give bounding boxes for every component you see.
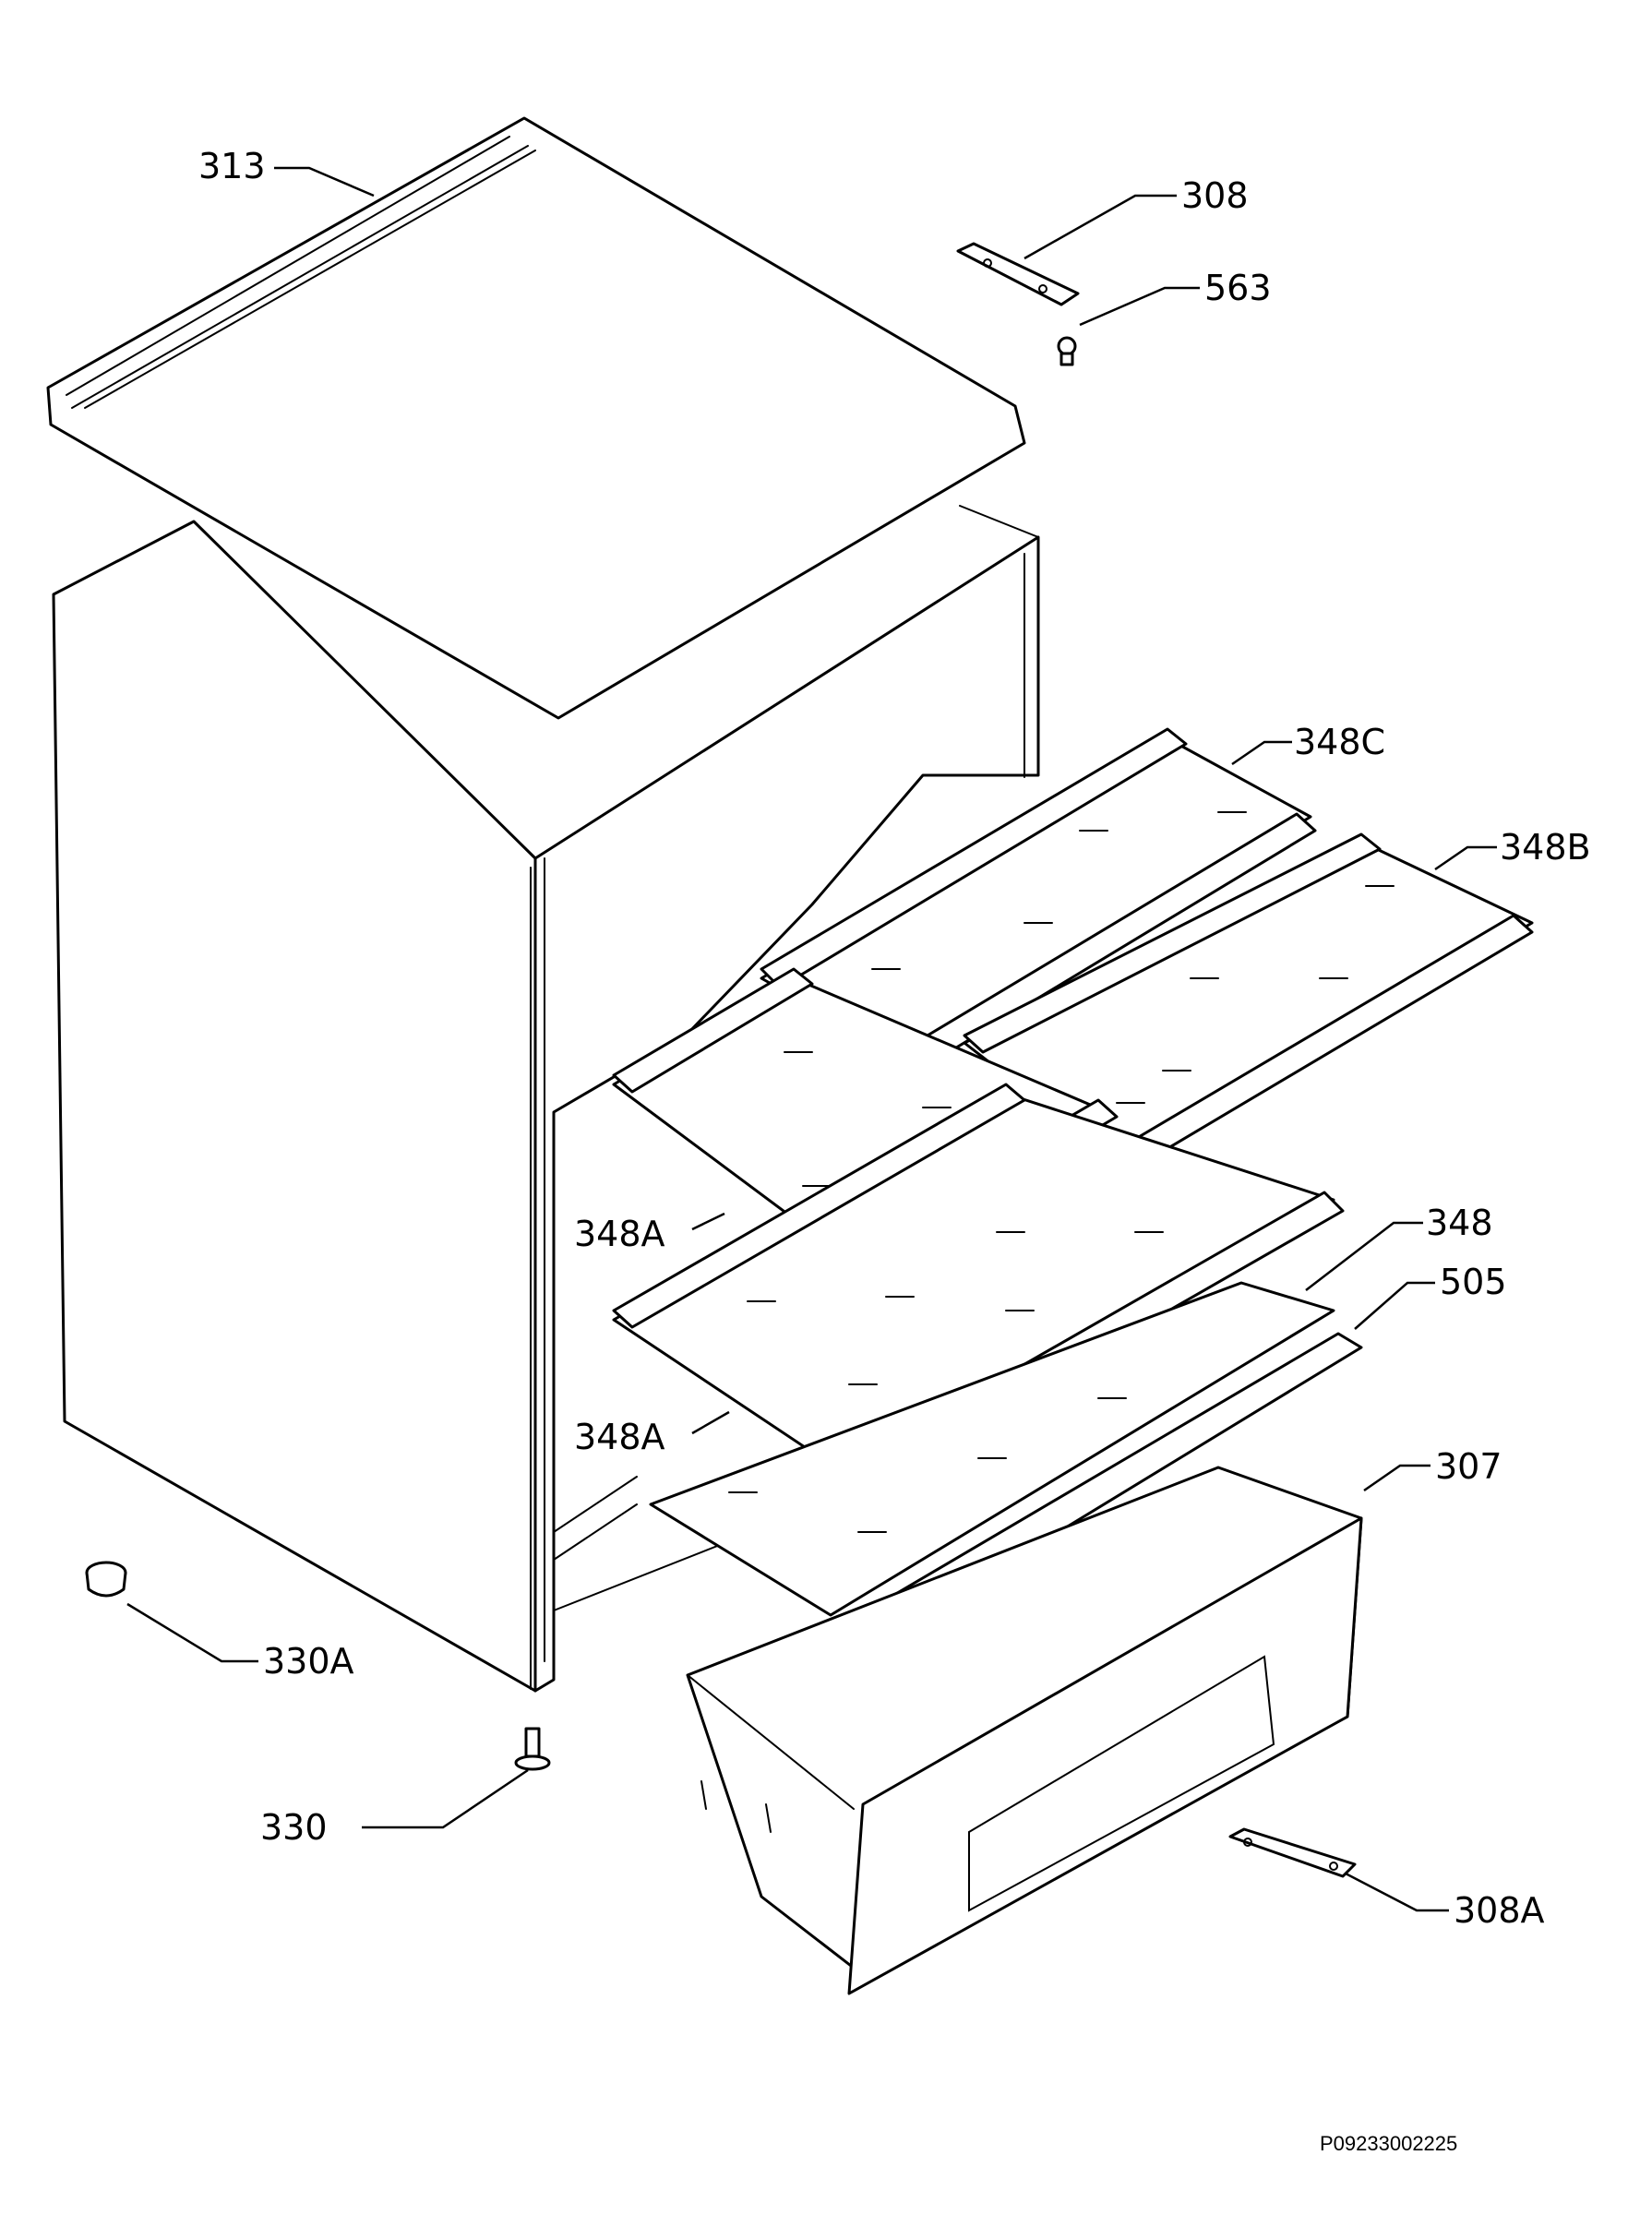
- label-348b: 348B: [1500, 827, 1591, 868]
- label-330: 330: [260, 1807, 328, 1848]
- cabinet-body: [52, 505, 1040, 1693]
- label-348a-lower: 348A: [574, 1417, 665, 1457]
- label-330a: 330A: [263, 1641, 354, 1682]
- label-313: 313: [198, 146, 266, 186]
- hinge-308: [956, 242, 1080, 306]
- label-307: 307: [1435, 1446, 1502, 1487]
- crisper-drawer-307: [686, 1466, 1363, 1995]
- hinge-308a: [1228, 1827, 1357, 1878]
- label-348: 348: [1426, 1203, 1493, 1243]
- top-cover-313: [46, 116, 1026, 720]
- leader-lines: [126, 166, 1497, 1912]
- shelf-348b: [963, 832, 1534, 1174]
- label-308: 308: [1181, 175, 1249, 216]
- label-348a-upper: 348A: [574, 1214, 665, 1254]
- label-505: 505: [1440, 1262, 1507, 1302]
- glass-shelf-348: [649, 1281, 1335, 1617]
- foot-330a: [85, 1561, 127, 1598]
- label-563: 563: [1204, 268, 1272, 308]
- foot-screw-330: [514, 1727, 551, 1771]
- screw-563: [1057, 336, 1077, 366]
- label-308a: 308A: [1454, 1890, 1545, 1931]
- label-348c: 348C: [1294, 722, 1385, 762]
- drawing-code: P09233002225: [1320, 2132, 1457, 2155]
